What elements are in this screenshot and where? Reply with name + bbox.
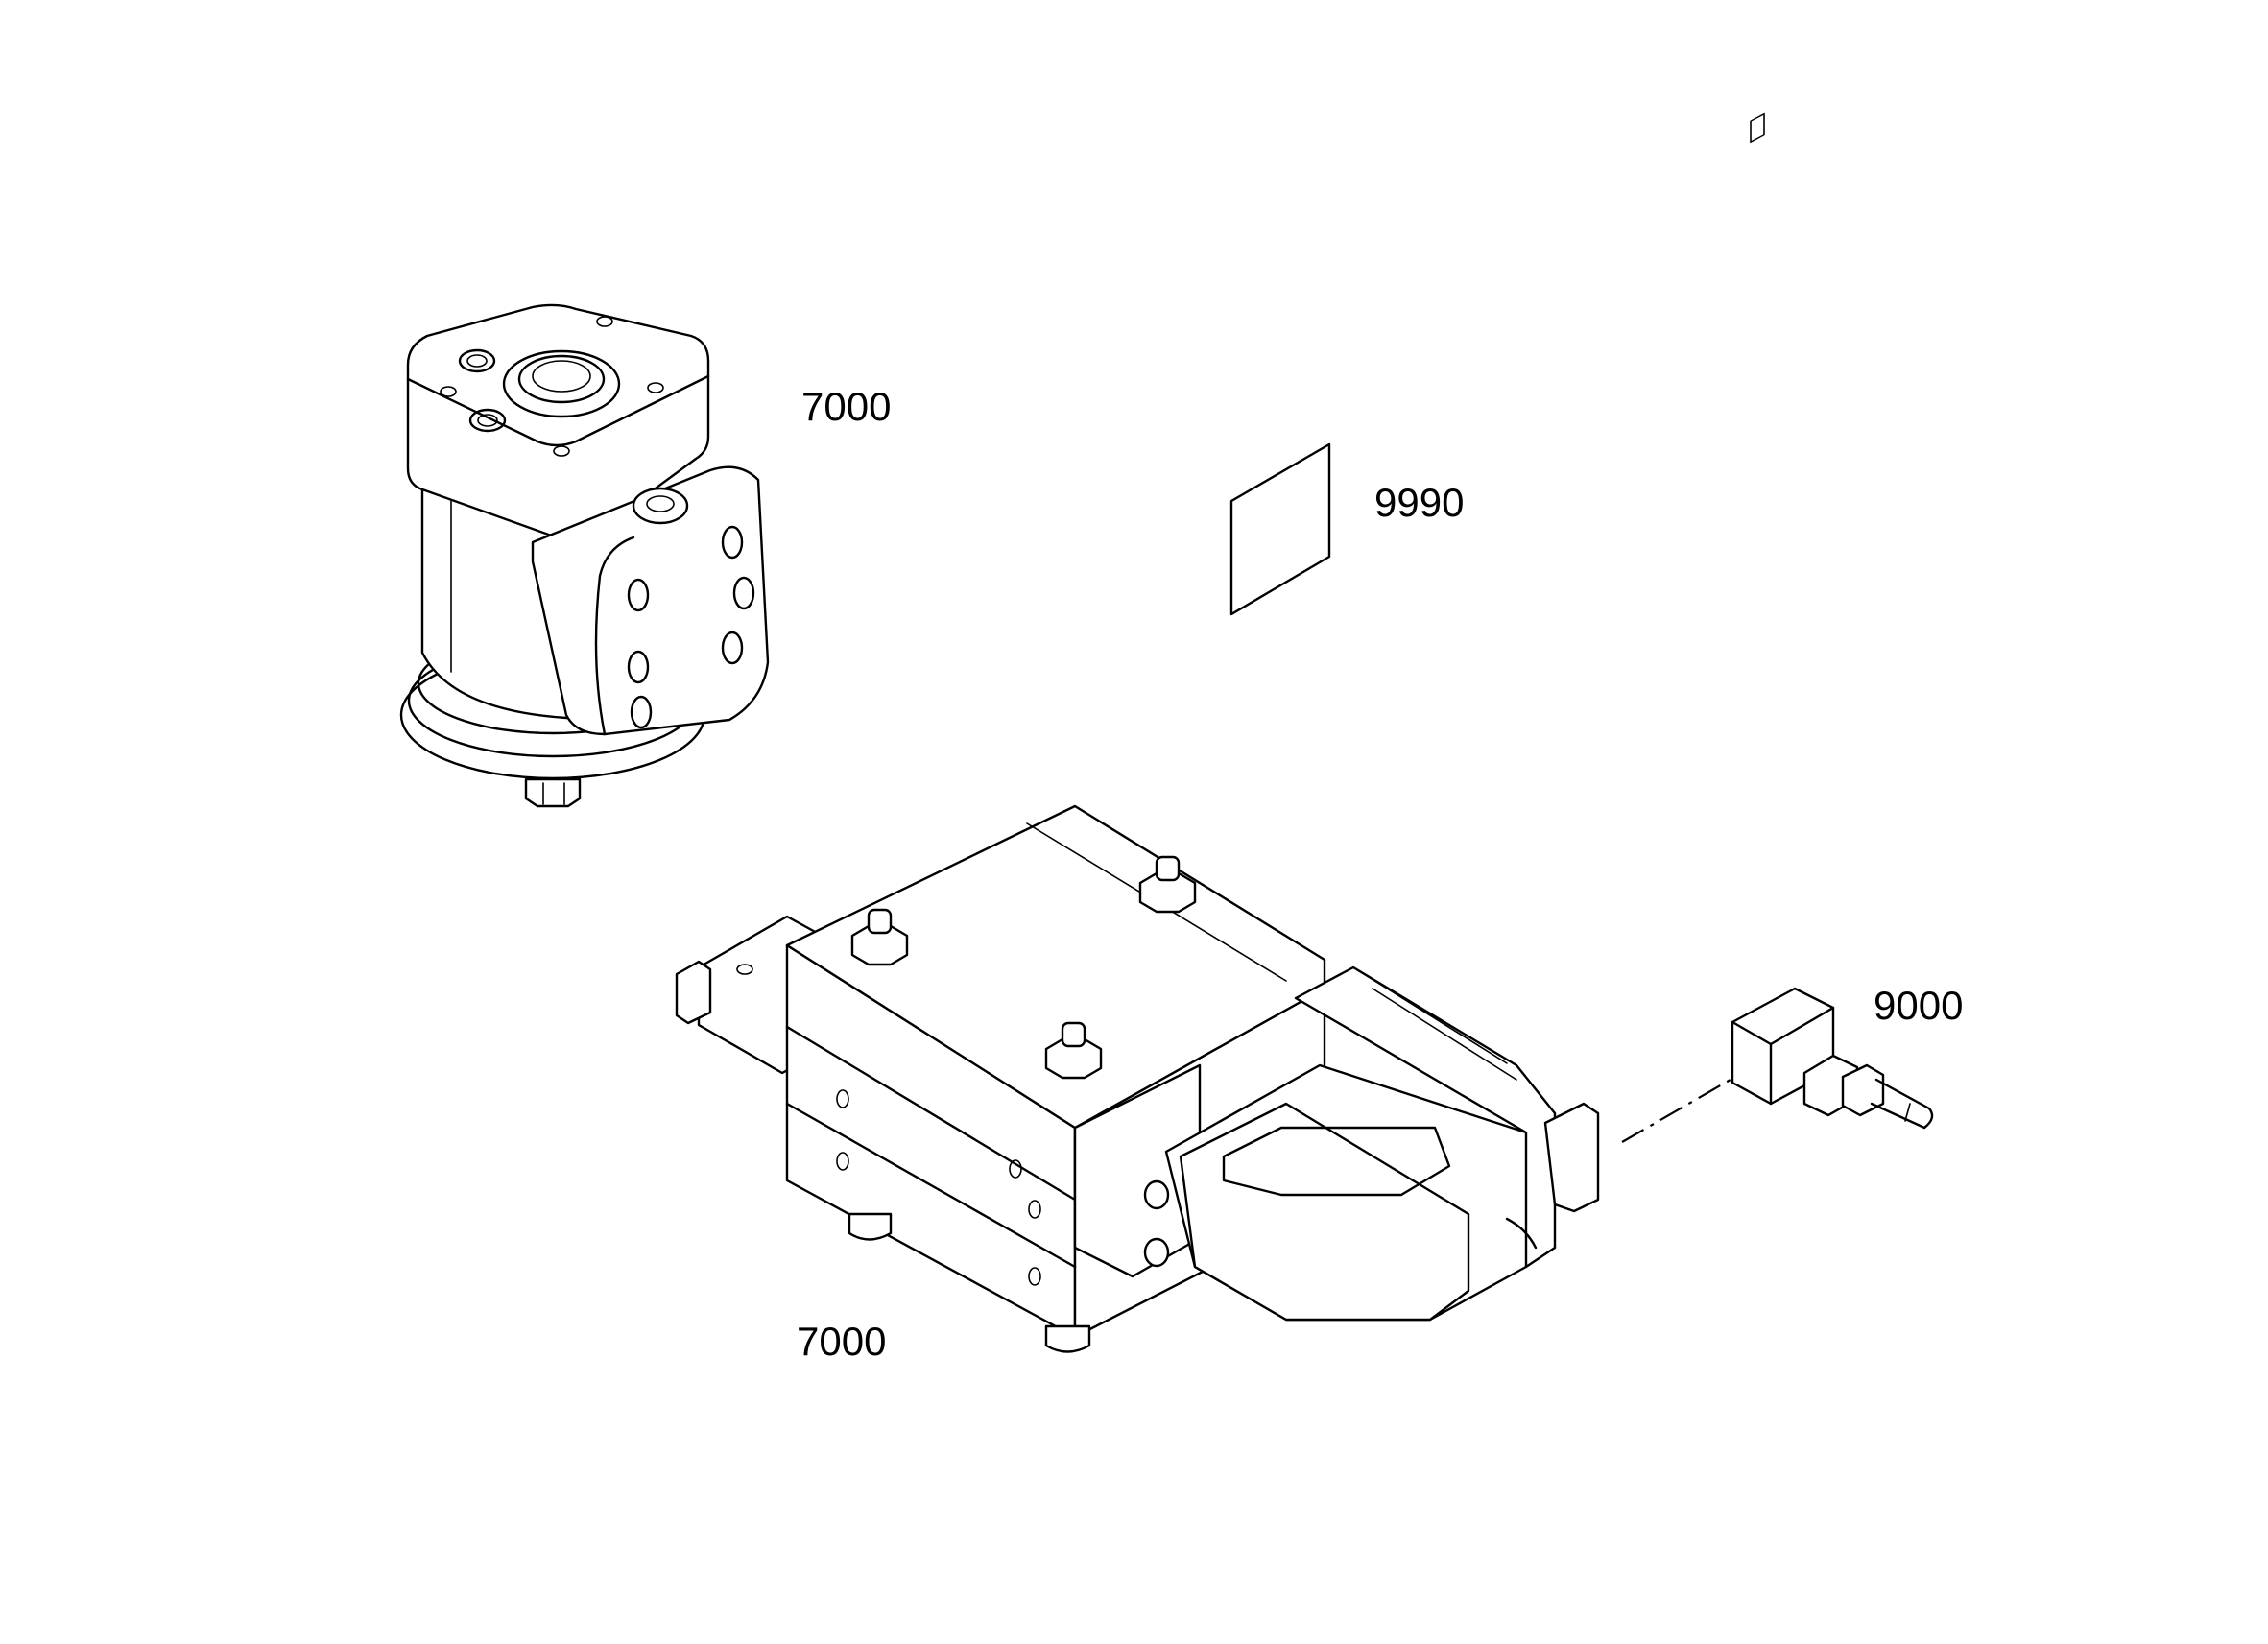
steering-unit-bolt-hole xyxy=(458,348,496,373)
callout-label-steering-unit: 7000 xyxy=(801,384,892,429)
connector-center-line xyxy=(1621,1072,1743,1143)
steering-unit-bolt-hole xyxy=(468,408,507,433)
valve-foot xyxy=(848,1212,893,1241)
callout-label-valve-block: 7000 xyxy=(797,1319,887,1364)
steering-unit-bottom-nut xyxy=(524,777,582,808)
steering-unit-port xyxy=(721,631,744,665)
steering-unit-port xyxy=(721,525,744,560)
steering-unit-port xyxy=(732,576,755,610)
steering-unit-shaft-boss xyxy=(502,349,621,418)
callout-label-plug-connector: 9000 xyxy=(1874,983,1964,1028)
valve-stud-nut xyxy=(1138,855,1197,914)
valve-stud-nut xyxy=(1044,1021,1103,1080)
steering-unit-port xyxy=(630,695,653,729)
steering-unit-port-block xyxy=(531,465,770,736)
valve-solenoid-window xyxy=(1222,1126,1451,1197)
connector-cable xyxy=(1870,1078,1934,1130)
steering-unit-top-cover xyxy=(406,303,710,540)
label-sheet-part xyxy=(1229,442,1331,616)
callout-label-label-sheet: 9990 xyxy=(1374,480,1465,525)
plug-connector-part xyxy=(1621,112,1934,1143)
steering-unit-part xyxy=(399,303,770,808)
steering-unit-cap-screw xyxy=(632,487,689,525)
steering-unit-port xyxy=(627,650,650,684)
valve-stud-nut xyxy=(850,908,909,966)
steering-unit-port xyxy=(627,578,650,612)
valve-foot xyxy=(1044,1324,1091,1353)
valve-block-part xyxy=(675,804,1600,1353)
label-sheet-outline xyxy=(1229,442,1331,616)
